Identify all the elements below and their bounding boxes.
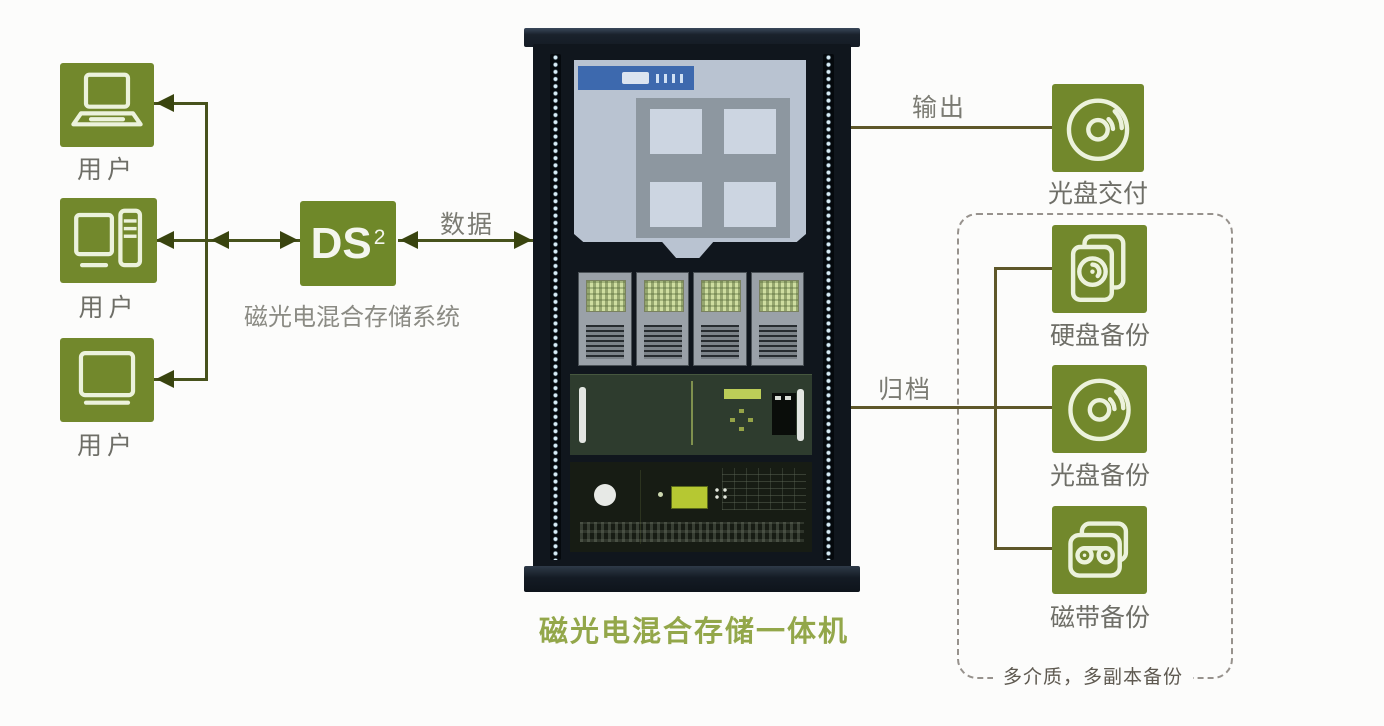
module-lcd [643,280,684,312]
nav-button [748,418,753,422]
magazine-slot [650,182,702,227]
drive-module [750,272,804,366]
arrowhead-right [514,231,532,249]
rack-caption: 磁光电混合存储一体机 [538,616,849,648]
panel-detail [580,522,804,542]
server-lcd [724,389,761,399]
archive-branch-line [994,267,997,550]
user-label: 用户 [76,432,137,460]
data-edge-label: 数据 [440,211,495,239]
optical-library-unit [574,60,806,258]
ds2-superscript: 2 [373,225,386,249]
power-knob [594,484,616,506]
rack-base [524,566,860,592]
archive-branch-line [994,267,1053,270]
drive-module [635,272,689,366]
module-lcd [586,280,626,312]
drive-module [693,272,747,366]
rack-top-cap [524,28,860,47]
arrowhead-left [156,231,174,249]
button-grid [714,487,730,500]
arrowhead-left [400,231,418,249]
user-label: 用户 [78,294,139,322]
indicator-dots [656,74,688,83]
optical-disc-icon [1068,378,1131,442]
magazine-slot [724,182,776,227]
output-line [851,126,1053,129]
ds2-caption: 磁光电混合存储系统 [244,304,460,331]
led-strip-left [550,54,561,560]
output-edge-label: 输出 [912,94,967,122]
nav-button [739,427,744,431]
nav-button [730,418,735,422]
ds2-title: DS [310,218,372,268]
module-lcd [758,280,799,312]
disc-magazine-bay [636,98,790,238]
archive-edge-label: 归档 [878,376,933,404]
hard-disk-icon [1070,234,1126,302]
rack-body [533,44,851,568]
rack-handle [579,387,586,443]
magazine-slot [650,109,702,154]
drive-module-row [578,272,804,366]
magazine-slot [724,109,776,154]
drive-module [578,272,632,366]
server-unit [570,374,812,455]
panel-divider [691,381,693,445]
module-vents [758,325,797,359]
disc-backup-label: 光盘备份 [1049,462,1150,490]
backup-group-caption: 多介质，多副本备份 [957,662,1229,689]
user-node-1 [60,63,154,147]
laptop-icon [71,72,143,127]
control-lcd [671,486,708,509]
tape-cassette-icon [1068,521,1129,578]
connector-line [398,239,534,242]
control-unit [570,462,812,552]
status-led [658,492,663,497]
arrowhead-left [156,370,174,388]
panel-detail [722,468,806,510]
backup-group-caption-text: 多介质，多副本备份 [992,667,1193,688]
archive-branch-line [994,547,1053,550]
optical-disc-icon [1066,98,1130,161]
bay-led [775,396,781,400]
user-node-2 [60,198,157,283]
logo-badge [622,72,649,84]
connector-line [154,378,208,381]
bay-led [785,396,791,400]
monitor-icon [78,351,136,405]
module-vents [701,325,739,359]
archive-line [851,406,1053,409]
arrowhead-left [211,231,229,249]
rack-handle [797,389,804,441]
tape-backup-label: 磁带备份 [1049,604,1150,632]
disc-backup-node [1052,365,1147,453]
optical-library-header [578,66,694,90]
module-lcd [701,280,741,312]
user-label: 用户 [76,156,137,184]
led-strip-right [823,54,834,560]
arrowhead-right [280,231,298,249]
disc-delivery-node [1052,84,1144,172]
tape-backup-node [1052,506,1147,594]
arrowhead-left [156,94,174,112]
panel-divider [640,470,641,544]
connector-line [154,102,208,105]
hdd-backup-node [1052,225,1147,313]
disc-delivery-label: 光盘交付 [1047,180,1148,208]
module-vents [586,325,624,359]
module-vents [643,325,682,359]
drive-bay [772,393,796,435]
nav-button [739,409,744,413]
desktop-tower-icon [74,208,143,268]
hdd-backup-label: 硬盘备份 [1049,322,1150,350]
user-node-3 [60,338,154,422]
